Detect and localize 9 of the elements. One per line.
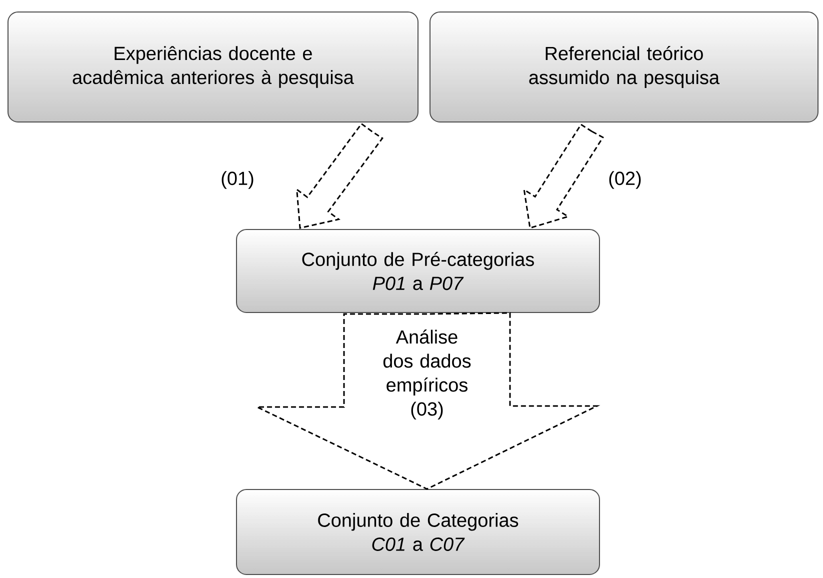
process-box: Conjunto de Pré-categorias P01 a P07 (236, 229, 600, 313)
edge-label: (02) (607, 170, 643, 190)
block-arrow (296, 122, 384, 229)
process-box: Conjunto de Categorias C01 a C07 (236, 489, 600, 575)
process-box: Referencial teórico assumido na pesquisa (430, 12, 818, 122)
block-arrow (523, 123, 604, 229)
edge-label: (01) (220, 170, 256, 190)
process-box: Experiências docente e acadêmica anteriores à pesquisa (8, 12, 418, 122)
edge-label: Análise dos dados empíricos (03) (371, 328, 483, 420)
